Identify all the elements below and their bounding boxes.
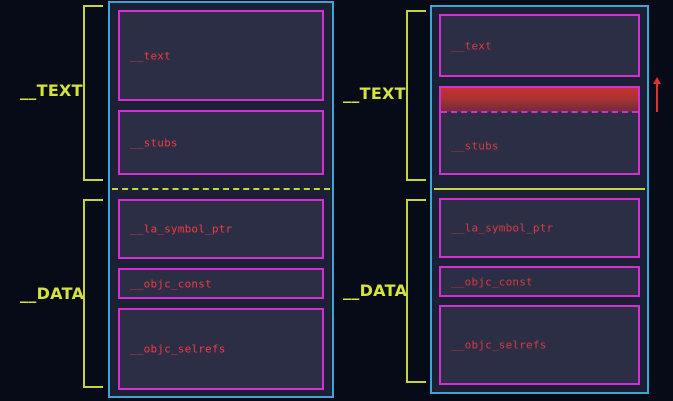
right-section-stubs-label: __stubs xyxy=(451,139,499,153)
left-section-la-symbol-ptr: __la_symbol_ptr xyxy=(118,199,324,259)
right-data-brace xyxy=(406,199,426,383)
left-section-objc-const-label: __objc_const xyxy=(130,277,212,290)
right-stubs-original-boundary xyxy=(441,111,638,113)
left-section-stubs: __stubs xyxy=(118,110,324,175)
right-section-la-symbol-ptr: __la_symbol_ptr xyxy=(439,198,640,258)
left-data-segment-label: __DATA xyxy=(20,284,85,303)
right-data-segment-label: __DATA xyxy=(343,281,408,300)
right-stubs-growth-highlight xyxy=(441,88,638,112)
right-section-objc-const-label: __objc_const xyxy=(451,275,533,288)
right-segment-divider xyxy=(434,188,645,190)
left-section-la-symbol-ptr-label: __la_symbol_ptr xyxy=(130,222,233,236)
right-section-text: __text xyxy=(439,14,640,77)
right-text-segment-label: __TEXT xyxy=(343,84,406,103)
left-section-text: __text xyxy=(118,10,324,101)
right-text-brace xyxy=(406,10,426,181)
left-section-objc-selrefs-label: __objc_selrefs xyxy=(130,342,226,356)
right-section-text-label: __text xyxy=(451,39,492,52)
left-text-brace xyxy=(83,5,103,181)
left-data-brace xyxy=(83,199,103,388)
right-section-objc-const: __objc_const xyxy=(439,266,640,297)
right-section-objc-selrefs-label: __objc_selrefs xyxy=(451,338,547,352)
left-segment-divider xyxy=(112,188,330,190)
right-section-stubs: __stubs xyxy=(439,86,640,175)
left-section-stubs-label: __stubs xyxy=(130,136,178,149)
left-section-objc-const: __objc_const xyxy=(118,268,324,299)
right-section-objc-selrefs: __objc_selrefs xyxy=(439,305,640,385)
left-section-objc-selrefs: __objc_selrefs xyxy=(118,308,324,390)
right-section-la-symbol-ptr-label: __la_symbol_ptr xyxy=(451,221,554,235)
left-section-text-label: __text xyxy=(130,49,171,62)
left-text-segment-label: __TEXT xyxy=(20,81,83,100)
